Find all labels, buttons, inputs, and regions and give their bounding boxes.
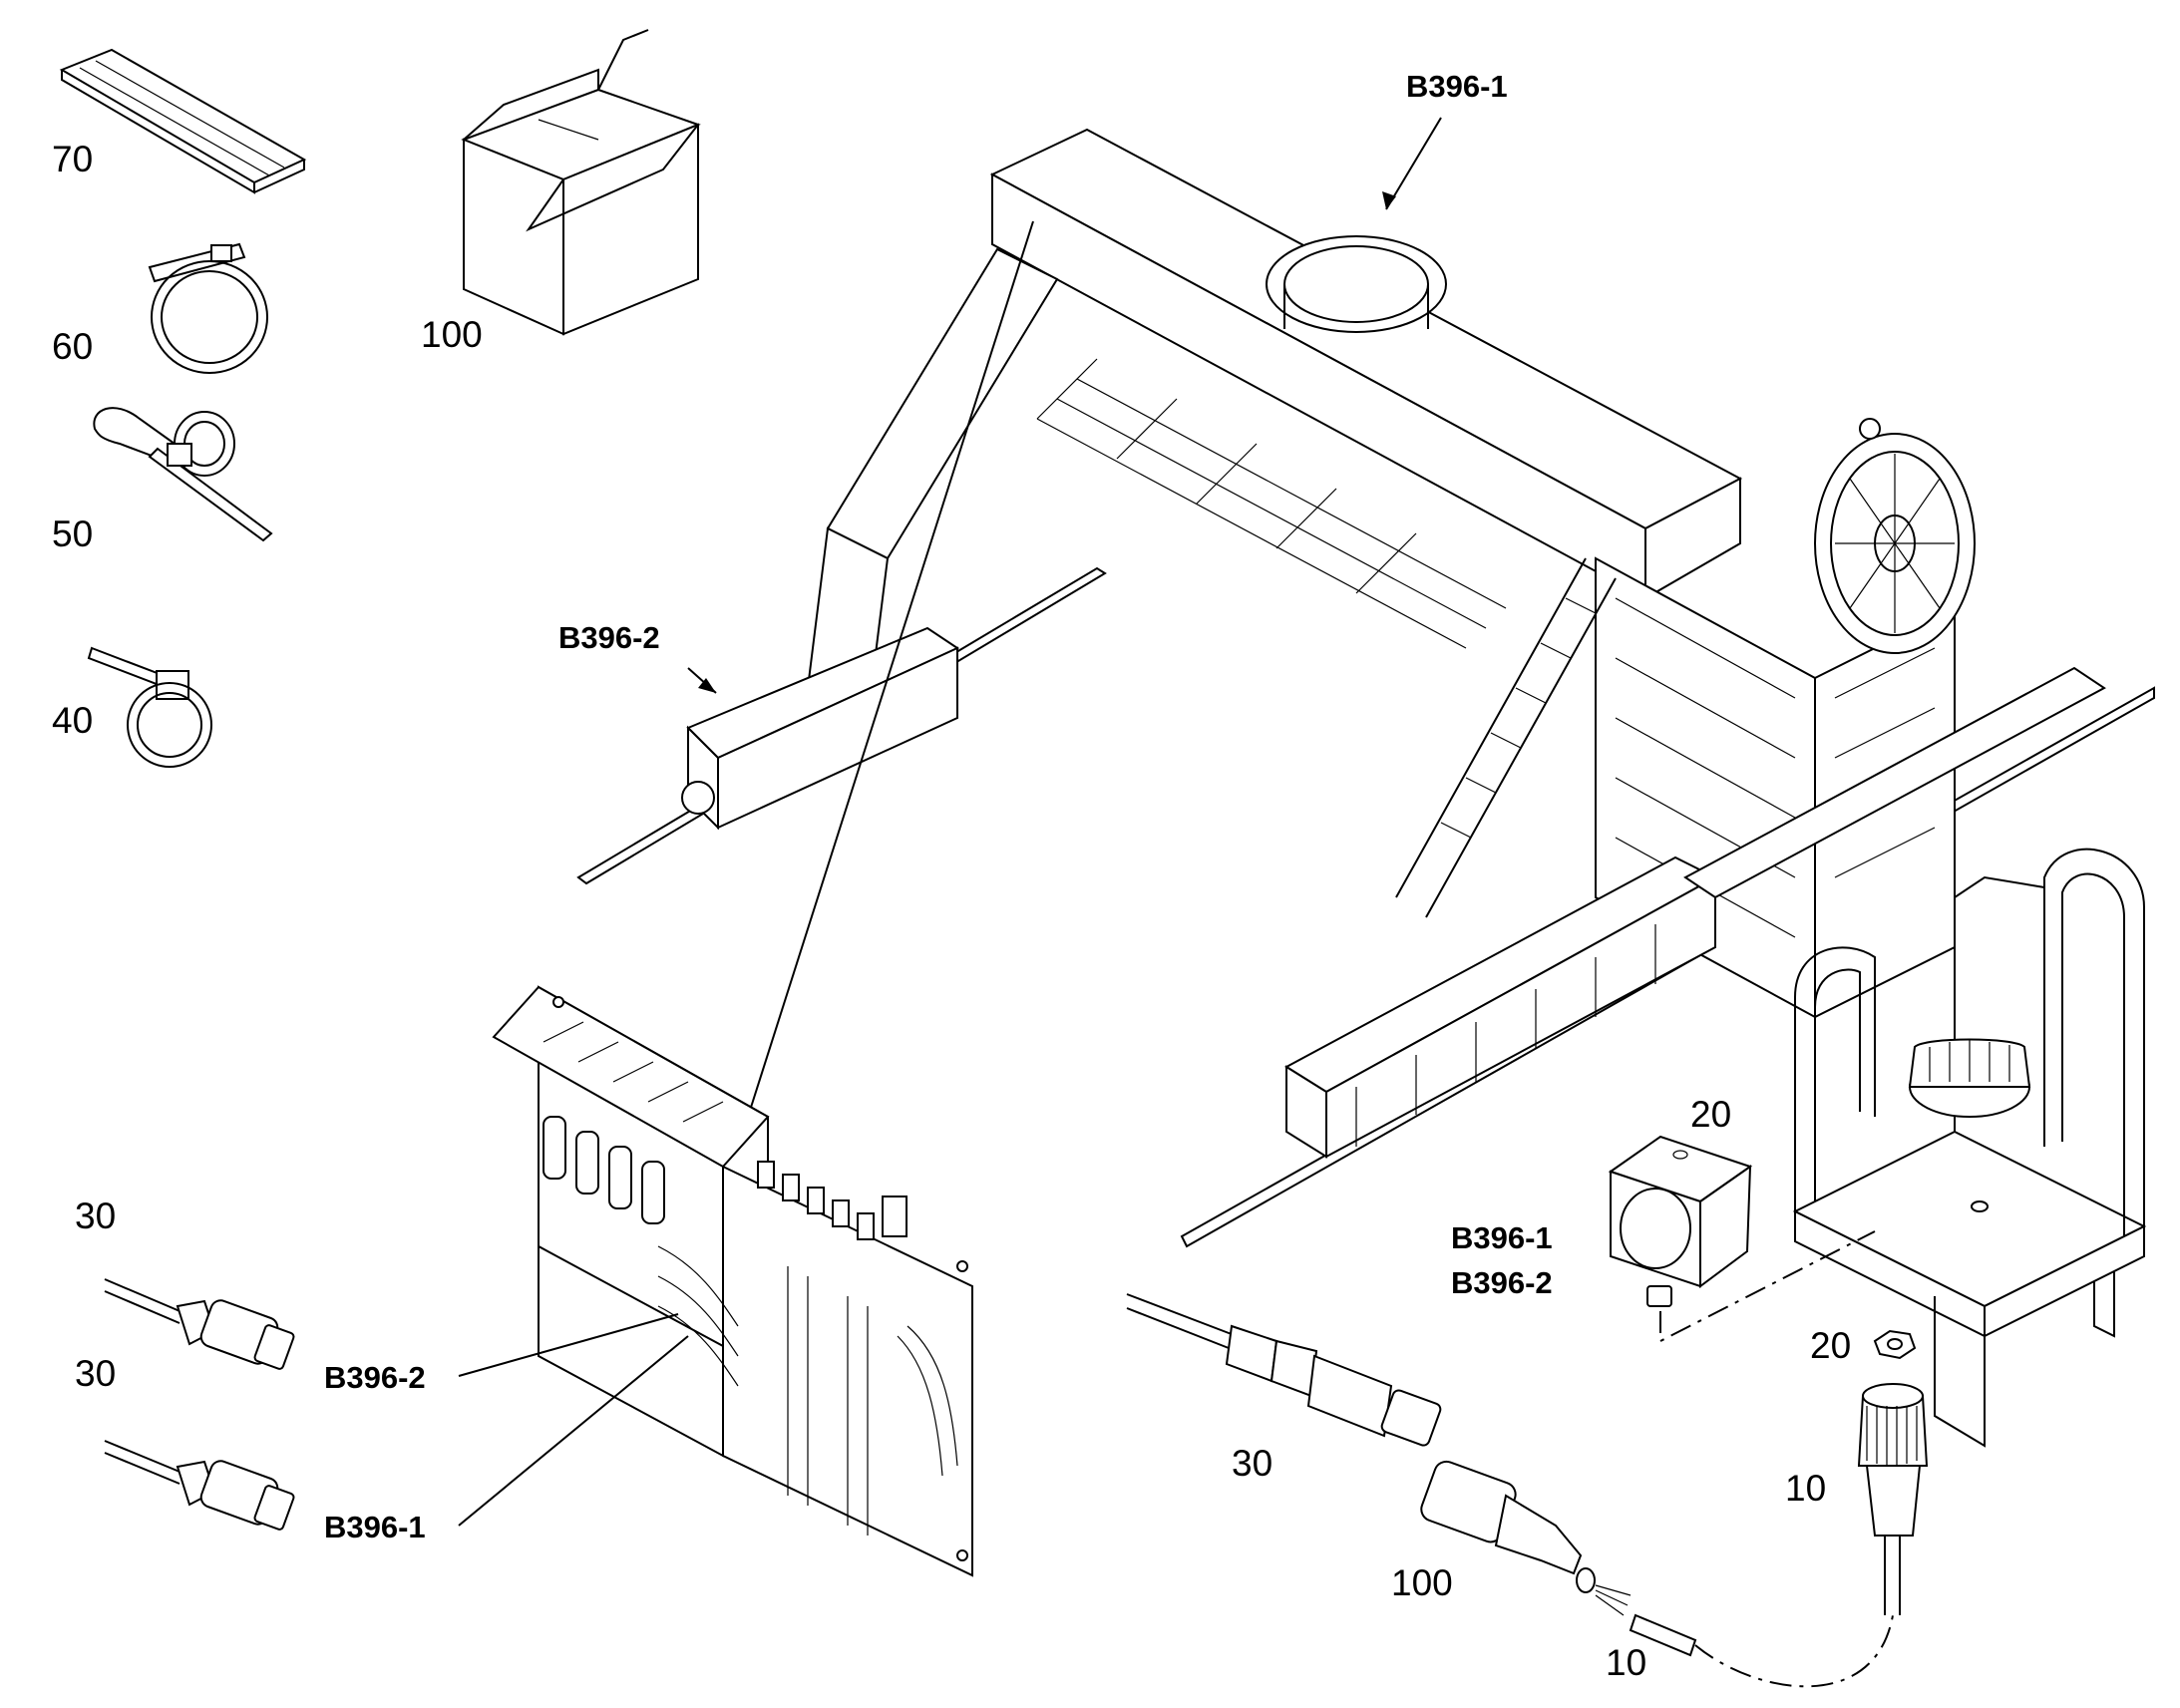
item-20-sensor-label: 20: [1690, 1094, 1731, 1135]
ref-left-label: B396-2: [558, 620, 660, 655]
ref-panel-lower-leader: [458, 1335, 689, 1527]
ref-panel-upper-leader: [458, 1313, 679, 1377]
item-40-label: 40: [52, 700, 93, 741]
ref-top-label: B396-1: [1406, 69, 1508, 104]
sensor-mount-dashline: [1659, 1230, 1876, 1343]
connector-plug-icon: [1126, 1293, 1442, 1447]
connector-plug-icon: [104, 1278, 295, 1370]
item-30-a-label: 30: [75, 1196, 116, 1236]
cardboard-box-icon: [461, 29, 701, 336]
item-50-label: 50: [52, 513, 93, 554]
item-30-b-label: 30: [75, 1353, 116, 1394]
cable-tie-icon: [87, 646, 212, 768]
proximity-sensor-icon: [1608, 1135, 1753, 1307]
item-100-box-label: 100: [421, 314, 483, 355]
hose-sleeve-icon: [59, 48, 307, 194]
panel-leader-line: [747, 220, 1034, 1118]
item-10-cable-label: 10: [1606, 1642, 1646, 1683]
beacon-lamp-icon: [1792, 848, 2147, 1448]
item-30-c-label: 30: [1232, 1443, 1272, 1484]
connector-plug-icon: [1420, 1460, 1632, 1616]
arrow-icon: [698, 678, 716, 693]
ref-sensor-line2: B396-2: [1451, 1265, 1553, 1300]
ref-panel-lower-label: B396-1: [324, 1510, 426, 1544]
ref-sensor-line1: B396-1: [1451, 1220, 1553, 1255]
connector-plug-icon: [104, 1440, 295, 1531]
cable-end-icon: [1629, 1613, 1894, 1688]
item-20-nut-label: 20: [1810, 1325, 1851, 1366]
arrow-icon: [1382, 191, 1396, 209]
item-60-label: 60: [52, 326, 93, 367]
round-connector-icon: [1857, 1383, 1929, 1615]
cable-strap-icon: [148, 242, 268, 374]
electrical-panel-icon: [492, 985, 973, 1577]
ref-panel-upper-label: B396-2: [324, 1360, 426, 1395]
item-70-label: 70: [52, 139, 93, 179]
hex-nut-icon: [1873, 1329, 1917, 1360]
item-100-plug-label: 100: [1391, 1562, 1453, 1603]
ref-top-leader: [1385, 117, 1442, 210]
item-10-connector-label: 10: [1785, 1468, 1826, 1509]
mounting-tie-icon: [93, 407, 273, 542]
